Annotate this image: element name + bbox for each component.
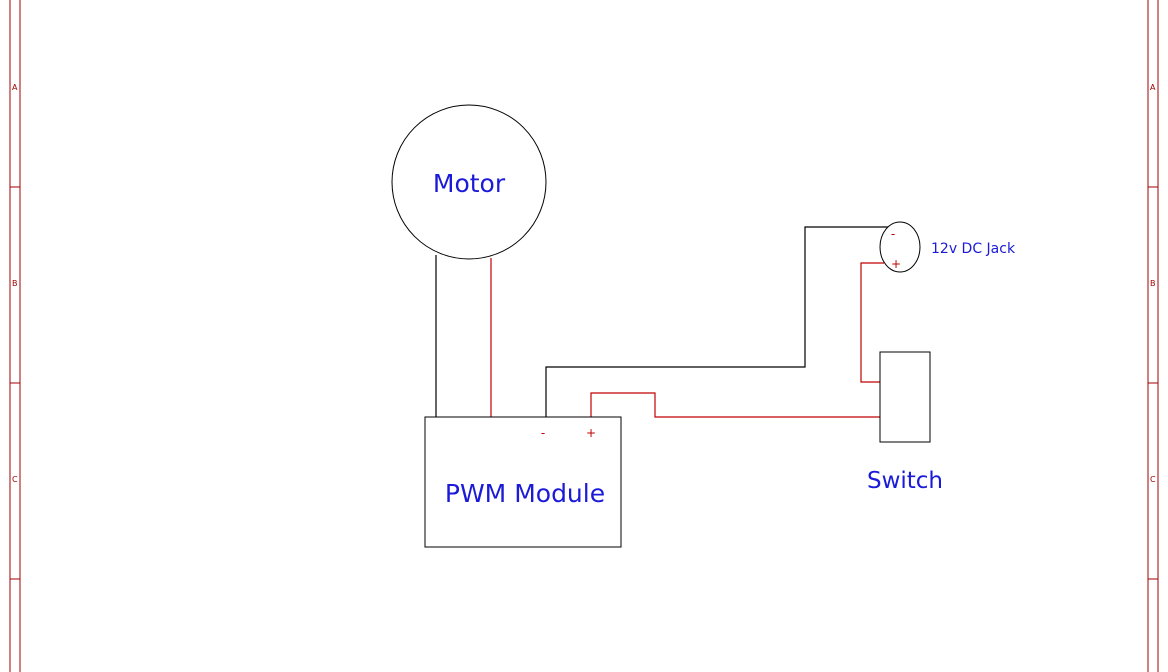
wire-pwm-negative-to-jack: [545, 226, 888, 417]
dc-jack: - + 12v DC Jack: [879, 221, 1016, 273]
sheet-frame: [9, 0, 1159, 672]
dc-jack-label: 12v DC Jack: [931, 241, 1016, 257]
pwm-module: - + PWM Module: [424, 416, 622, 548]
switch-label: Switch: [867, 468, 943, 494]
switch: Switch: [867, 351, 943, 494]
zone-label-right-a: A: [1150, 83, 1156, 92]
jack-pin-plus: +: [891, 257, 901, 271]
zone-label-right-c: C: [1150, 475, 1156, 484]
jack-pin-minus: -: [891, 227, 895, 241]
zone-label-left-c: C: [12, 475, 18, 484]
wires: [435, 226, 888, 418]
sheet-zone-labels: A B C A B C: [12, 83, 1156, 484]
zone-label-left-a: A: [12, 83, 18, 92]
pwm-pin-plus: +: [586, 426, 596, 440]
wire-switch-to-jack-positive: [860, 262, 884, 383]
motor-label: Motor: [433, 169, 506, 198]
zone-label-right-b: B: [1150, 279, 1156, 288]
pwm-pin-minus: -: [541, 426, 545, 440]
zone-label-left-b: B: [12, 279, 18, 288]
motor: Motor: [391, 104, 547, 260]
pwm-module-label: PWM Module: [445, 479, 605, 508]
wire-pwm-positive-to-switch: [590, 392, 880, 418]
